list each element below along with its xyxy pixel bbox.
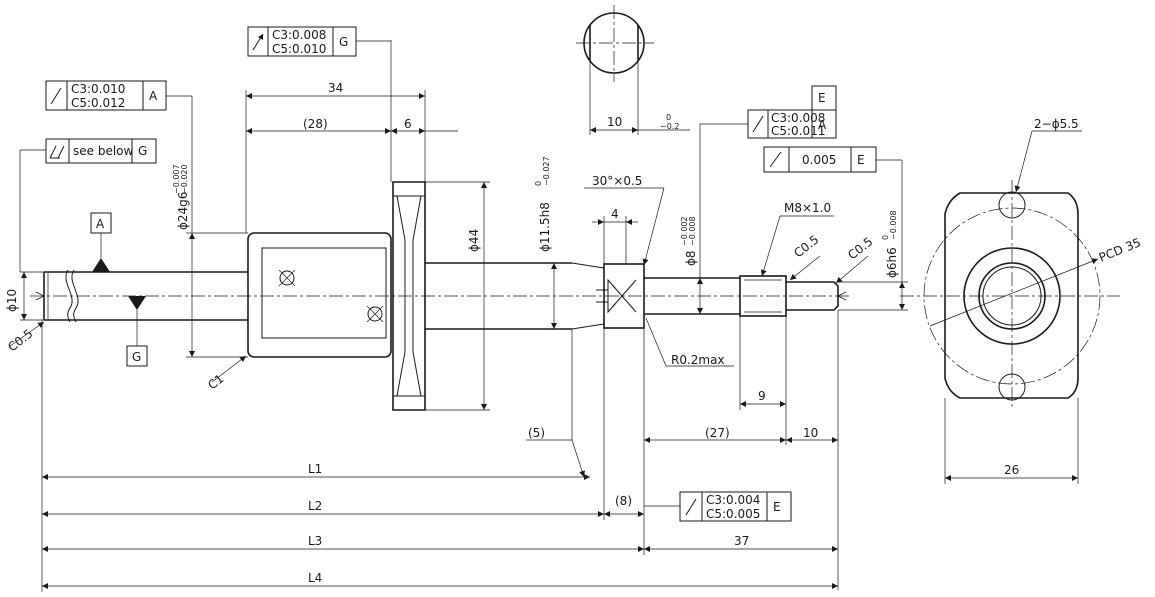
dim-5 bbox=[526, 329, 586, 478]
c05-right-text: C0.5 bbox=[845, 234, 875, 262]
holes-text: 2−ϕ5.5 bbox=[1034, 117, 1079, 131]
frame-bottom-line1: C3:0.004 bbox=[706, 493, 760, 507]
frame-e-right bbox=[747, 85, 837, 139]
dim-27-10 bbox=[643, 310, 839, 590]
frame-g-top-line2: C5:0.010 bbox=[272, 42, 326, 56]
dim-8p-text: (8) bbox=[615, 494, 632, 508]
l4-text: L4 bbox=[308, 571, 322, 585]
datum-a-label: A bbox=[96, 217, 105, 231]
frame-bottom-line2: C5:0.005 bbox=[706, 507, 760, 521]
frame-g-top-datum: G bbox=[339, 35, 348, 49]
frame-e-line2: C5:0.011 bbox=[771, 124, 825, 138]
dim-9 bbox=[739, 316, 787, 445]
flange-front-view bbox=[900, 180, 1120, 410]
dim-phi8 bbox=[697, 123, 748, 314]
shaft-main bbox=[425, 262, 847, 330]
frame-see-below-text: see below bbox=[73, 144, 134, 158]
dim-phi6 bbox=[838, 159, 908, 311]
dim-8-text: ϕ8 bbox=[684, 250, 698, 266]
datum-g-label: G bbox=[132, 350, 141, 364]
r02-text: R0.2max bbox=[671, 353, 725, 367]
dim-phi44 bbox=[425, 181, 490, 411]
datum-a-symbol bbox=[90, 212, 112, 272]
end-view-top bbox=[576, 5, 690, 135]
m8-text: M8×1.0 bbox=[784, 201, 831, 215]
frame-g-top bbox=[247, 26, 357, 57]
frame-005-datum: E bbox=[857, 153, 865, 167]
dim-10top-upper: 0 bbox=[666, 113, 671, 122]
dim-8-lower: −0.008 bbox=[688, 216, 697, 246]
frame-see-below bbox=[45, 138, 157, 164]
l3-text: L3 bbox=[308, 534, 322, 548]
dim-10-text: ϕ10 bbox=[5, 289, 19, 312]
l1-text: L1 bbox=[308, 462, 322, 476]
frame-e-extra: E bbox=[818, 91, 826, 105]
dim-34-text: 34 bbox=[328, 81, 343, 95]
dim-phi11-5 bbox=[548, 262, 572, 330]
frame-a-left bbox=[45, 80, 167, 111]
dim-4 bbox=[592, 216, 638, 264]
l2-text: L2 bbox=[308, 499, 322, 513]
frame-bottom-datum: E bbox=[773, 500, 781, 514]
frame-e-line1: C3:0.008 bbox=[771, 111, 825, 125]
dim-10r-text: 10 bbox=[803, 426, 818, 440]
frame-g-top-line1: C3:0.008 bbox=[272, 28, 326, 42]
frame-a-line1: C3:0.010 bbox=[71, 82, 125, 96]
chamfer-text: 30°×0.5 bbox=[592, 174, 642, 188]
c1-text: C1 bbox=[205, 371, 226, 392]
c05-mid-text: C0.5 bbox=[791, 232, 821, 260]
dim-26-text: 26 bbox=[1004, 463, 1019, 477]
frame-005-value: 0.005 bbox=[802, 153, 836, 167]
shaft-left bbox=[35, 269, 248, 323]
frame-a-datum: A bbox=[149, 89, 158, 103]
dim-24-upper: −0.007 bbox=[172, 164, 181, 194]
c05-left-text: C0.5 bbox=[5, 326, 35, 354]
dim-11-upper: 0 bbox=[534, 181, 543, 186]
dim-4-text: 4 bbox=[611, 207, 619, 221]
dim-phi10 bbox=[19, 149, 48, 321]
dim-6h6-upper: 0 bbox=[881, 235, 890, 240]
ball-nut bbox=[247, 232, 392, 358]
dim-6h6-lower: −0.008 bbox=[889, 210, 898, 240]
dim-44-text: ϕ44 bbox=[467, 229, 481, 252]
dim-24-text: ϕ24g6 bbox=[176, 192, 190, 230]
dim-9-text: 9 bbox=[758, 389, 766, 403]
dim-27-text: (27) bbox=[705, 426, 730, 440]
dim-26 bbox=[944, 398, 1079, 484]
dim-8-upper: −0.002 bbox=[680, 216, 689, 246]
dim-6-text: 6 bbox=[404, 117, 412, 131]
dim-10top-lower: −0.2 bbox=[660, 122, 679, 131]
pcd-text: PCD 35 bbox=[1097, 235, 1143, 264]
dims-lengths bbox=[41, 320, 838, 592]
frame-see-below-datum: G bbox=[138, 144, 147, 158]
dim-phi24 bbox=[186, 232, 248, 358]
dim-24-lower: −0.020 bbox=[180, 164, 189, 194]
dim-5-text: (5) bbox=[528, 426, 545, 440]
frame-e-datum: A bbox=[818, 118, 827, 132]
dims-nut-top bbox=[245, 40, 458, 233]
frame-e-005 bbox=[763, 146, 877, 173]
frame-a-line2: C5:0.012 bbox=[71, 96, 125, 110]
datum-g-symbol bbox=[126, 296, 148, 367]
dim-37-text: 37 bbox=[734, 534, 749, 548]
dim-6h6-text: ϕ6h6 bbox=[885, 247, 899, 278]
frame-e-bottom bbox=[679, 491, 792, 522]
dim-28-text: (28) bbox=[303, 117, 328, 131]
dim-10top-text: 10 bbox=[607, 115, 622, 129]
dim-11-lower: −0.027 bbox=[542, 156, 551, 186]
dim-11-text: ϕ11.5h8 bbox=[538, 202, 552, 252]
